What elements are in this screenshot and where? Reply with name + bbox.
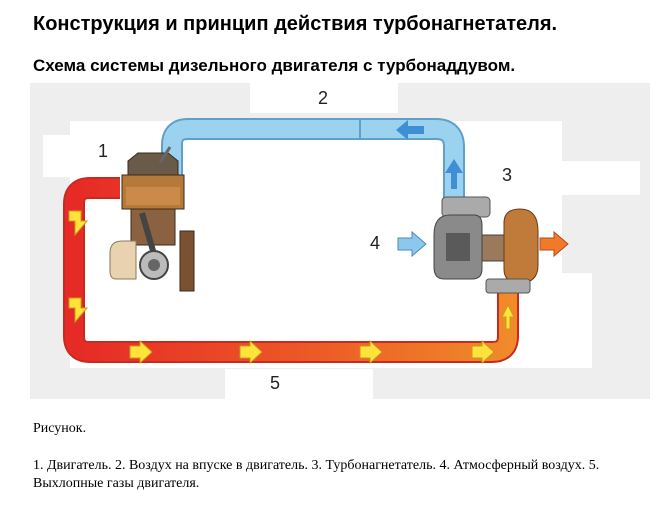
- exhaust-outlet-arrow: [539, 230, 569, 258]
- figure-legend: 1. Двигатель. 2. Воздух на впуске в двиг…: [33, 458, 600, 491]
- engine-illustration: [109, 146, 195, 292]
- diagram-subtitle: Схема системы дизельного двигателя с тур…: [33, 56, 516, 75]
- label-exhaust-number: 5: [270, 373, 280, 393]
- label-intake-number: 2: [318, 88, 328, 108]
- turbocharger-illustration: [433, 196, 539, 294]
- atmospheric-air-arrow: [397, 230, 427, 258]
- turbo-diagram: 1 2 3 4 5: [30, 83, 650, 399]
- exhaust-pipe: [63, 177, 519, 363]
- figure-caption: Рисунок.: [33, 421, 87, 436]
- label-box-intake: [250, 83, 398, 113]
- label-turbo-number: 3: [502, 165, 512, 185]
- turbo-outlet-arrow: [445, 159, 463, 189]
- page-title: Конструкция и принцип действия турбонагн…: [33, 13, 558, 35]
- label-atmospheric-number: 4: [370, 233, 380, 253]
- exhaust-flow-arrows: [68, 210, 515, 365]
- label-box-exhaust: [225, 369, 373, 399]
- label-engine-number: 1: [98, 141, 108, 161]
- intake-arrow: [396, 120, 424, 140]
